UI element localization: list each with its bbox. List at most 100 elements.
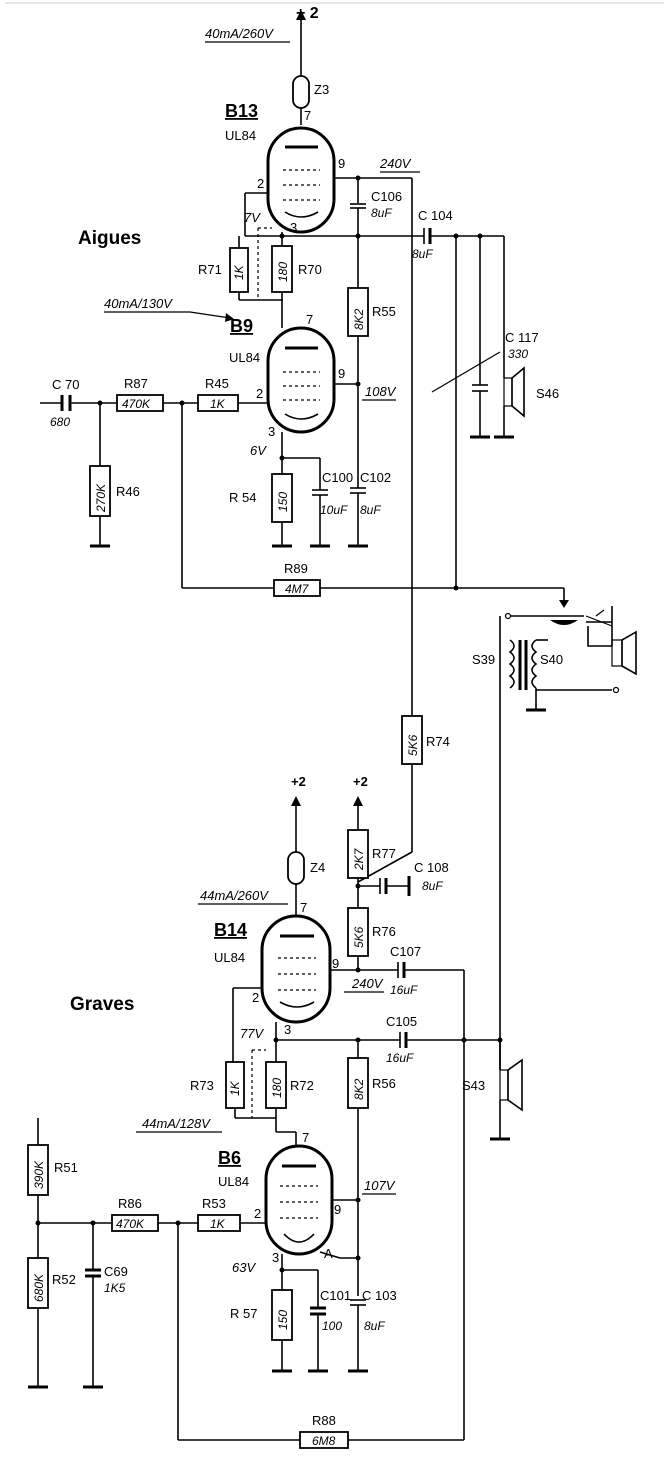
resistor-r71: 1K R71 (198, 247, 249, 293)
resistor-r46: 270K R46 (89, 465, 140, 517)
svg-text:8uF: 8uF (371, 206, 392, 220)
svg-text:R53: R53 (202, 1196, 226, 1211)
svg-text:2: 2 (254, 1206, 261, 1221)
b6-label: B6 (218, 1148, 241, 1168)
resistor-r87: 470K R87 (116, 376, 164, 412)
svg-text:1K: 1K (210, 397, 226, 411)
svg-text:270K: 270K (94, 483, 108, 513)
svg-text:9: 9 (338, 156, 345, 171)
svg-text:100: 100 (322, 1319, 342, 1333)
svg-text:7: 7 (304, 108, 311, 123)
svg-text:R 54: R 54 (229, 490, 256, 505)
supply-z4: +2 Z4 (287, 774, 325, 916)
svg-text:S43: S43 (462, 1078, 485, 1093)
b6-screen-voltage: 107V (364, 1178, 396, 1193)
svg-text:C101: C101 (320, 1288, 351, 1303)
capacitor-c107: C107 16uF (390, 944, 465, 1440)
svg-text:1K: 1K (232, 264, 246, 280)
speaker-s43: S43 (462, 1040, 523, 1141)
svg-text:3: 3 (284, 1022, 291, 1037)
svg-text:R46: R46 (116, 484, 140, 499)
svg-text:8uF: 8uF (422, 879, 443, 893)
svg-text:R51: R51 (54, 1160, 78, 1175)
svg-text:330: 330 (508, 347, 528, 361)
svg-text:2K7: 2K7 (352, 847, 366, 871)
svg-text:R87: R87 (124, 376, 148, 391)
svg-text:5K6: 5K6 (406, 734, 420, 756)
svg-text:180: 180 (270, 1078, 284, 1098)
svg-text:R56: R56 (372, 1076, 396, 1091)
b14-type: UL84 (214, 950, 245, 965)
svg-text:150: 150 (276, 492, 290, 512)
capacitor-c106: C106 8uF (350, 178, 402, 236)
resistor-r70: 180 R70 (271, 245, 322, 293)
svg-text:+ 2: + 2 (296, 5, 319, 22)
b14-cathode-voltage: 77V (240, 1026, 264, 1041)
svg-text:2: 2 (257, 176, 264, 191)
svg-text:R73: R73 (190, 1078, 214, 1093)
transformer: S39 S40 (472, 616, 620, 1070)
svg-text:3: 3 (268, 424, 275, 439)
resistor-r56: 8K2 R56 (347, 1057, 396, 1109)
svg-text:S39: S39 (472, 652, 495, 667)
resistor-r57: 150 R 57 (230, 1289, 293, 1341)
resistor-r53: 1K R53 (197, 1196, 241, 1232)
svg-text:470K: 470K (122, 397, 151, 411)
svg-text:7: 7 (300, 900, 307, 915)
svg-text:1K5: 1K5 (104, 1281, 126, 1295)
section-label-aigues: Aigues (78, 228, 141, 249)
capacitor-c70: C 70 680 (40, 377, 79, 429)
b6-operating-label: 44mA/128V (142, 1116, 211, 1131)
section-label-graves: Graves (70, 994, 134, 1015)
b14-screen-voltage: 240V (351, 976, 384, 991)
svg-text:3: 3 (272, 1250, 279, 1265)
capacitor-c104: C 104 8uF (412, 208, 504, 261)
b13-type: UL84 (225, 128, 256, 143)
speaker-s46: S46 (494, 236, 559, 439)
svg-text:C107: C107 (390, 944, 421, 959)
resistor-r88: 6M8 R88 (299, 1413, 349, 1449)
svg-text:R86: R86 (118, 1196, 142, 1211)
svg-text:7: 7 (302, 1130, 309, 1145)
svg-text:C100: C100 (322, 470, 353, 485)
svg-text:C105: C105 (386, 1014, 417, 1029)
svg-text:R72: R72 (290, 1078, 314, 1093)
svg-text:C106: C106 (371, 189, 402, 204)
svg-text:S40: S40 (540, 652, 563, 667)
svg-text:8K2: 8K2 (352, 308, 366, 330)
svg-text:9: 9 (338, 366, 345, 381)
svg-text:C 70: C 70 (52, 377, 79, 392)
capacitor-c101: C101 100 (308, 1270, 351, 1373)
b13-screen-voltage: 240V (379, 156, 412, 171)
svg-text:C 108: C 108 (414, 860, 449, 875)
resistor-r73: 1K R73 (190, 1061, 245, 1109)
svg-text:C69: C69 (104, 1264, 128, 1279)
svg-text:S46: S46 (536, 386, 559, 401)
svg-text:180: 180 (276, 262, 290, 282)
b13-label: B13 (225, 101, 258, 121)
svg-text:R74: R74 (426, 734, 450, 749)
svg-text:16uF: 16uF (390, 983, 418, 997)
svg-text:R89: R89 (284, 561, 308, 576)
b9-operating-label: 40mA/130V (104, 296, 173, 311)
svg-text:150: 150 (276, 1310, 290, 1330)
svg-text:680: 680 (50, 415, 70, 429)
svg-text:390K: 390K (32, 1160, 46, 1189)
svg-text:8uF: 8uF (360, 503, 381, 517)
b13-cathode-voltage: 7V (244, 210, 261, 225)
svg-text:16uF: 16uF (386, 1051, 414, 1065)
svg-text:5K6: 5K6 (352, 926, 366, 948)
svg-text:C 103: C 103 (362, 1288, 397, 1303)
svg-text:6M8: 6M8 (312, 1434, 336, 1448)
svg-text:R52: R52 (52, 1272, 76, 1287)
capacitor-c117: C 117 330 (431, 236, 539, 439)
resistor-r54: 150 R 54 (229, 473, 293, 523)
svg-text:R76: R76 (372, 924, 396, 939)
svg-text:7: 7 (306, 312, 313, 327)
tube-b13: B13 UL84 7 9 2 3 (225, 101, 412, 235)
b13-operating-label: 40mA/260V (205, 26, 274, 41)
svg-text:R77: R77 (372, 846, 396, 861)
resistor-r77: 2K7 R77 (347, 829, 396, 879)
resistor-r89: 4M7 R89 (273, 561, 321, 597)
svg-text:+2: +2 (291, 774, 306, 789)
